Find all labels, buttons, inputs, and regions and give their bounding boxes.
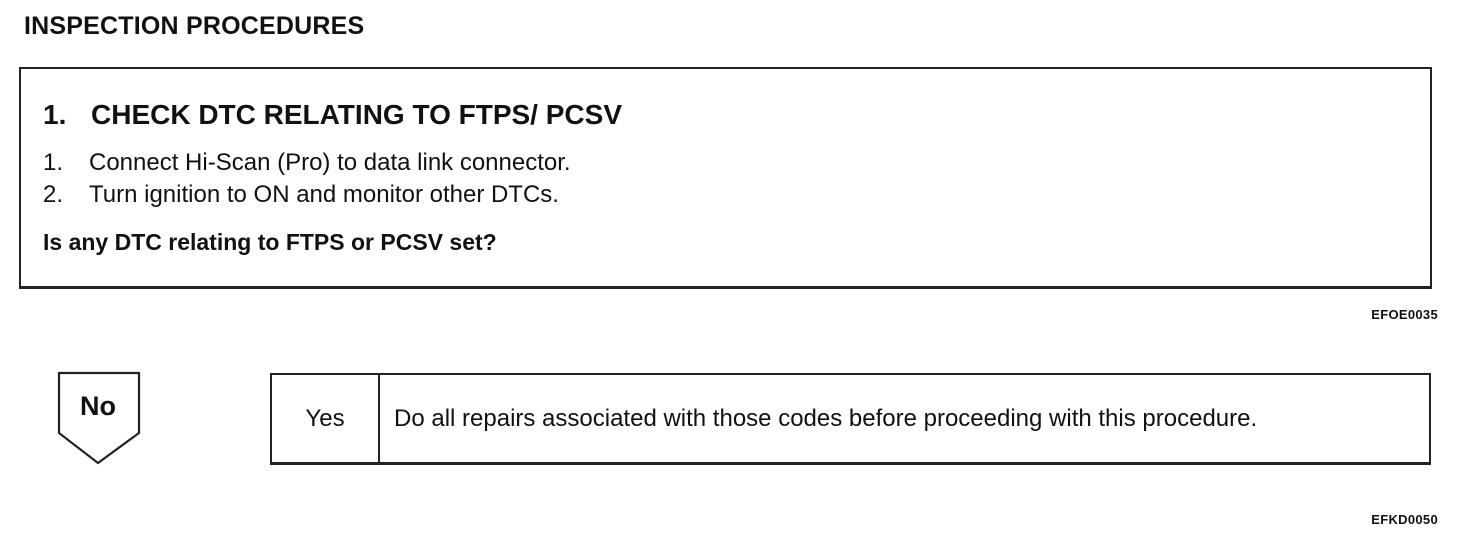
no-branch-arrow: No	[57, 371, 141, 465]
step-number: 1.	[43, 99, 67, 130]
down-arrow-icon	[57, 371, 141, 465]
list-item: 1. Connect Hi-Scan (Pro) to data link con…	[43, 147, 571, 179]
step-box: 1. CHECK DTC RELATING TO FTPS/ PCSV 1. Con…	[19, 67, 1432, 289]
figure-code: EFKD0050	[1371, 512, 1438, 527]
step-title: 1. CHECK DTC RELATING TO FTPS/ PCSV	[43, 99, 622, 131]
page-heading: INSPECTION PROCEDURES	[24, 12, 365, 40]
list-item-text: Turn ignition to ON and monitor other DT…	[89, 181, 559, 208]
step-question: Is any DTC relating to FTPS or PCSV set?	[43, 229, 497, 255]
list-item-number: 2.	[43, 181, 64, 208]
list-item-text: Connect Hi-Scan (Pro) to data link conne…	[89, 149, 571, 176]
yes-branch-action: Do all repairs associated with those cod…	[394, 404, 1258, 432]
step-instruction-list: 1. Connect Hi-Scan (Pro) to data link con…	[43, 147, 571, 211]
yes-branch-box: Yes Do all repairs associated with those…	[270, 373, 1431, 465]
yes-branch-label: Yes	[272, 375, 380, 462]
list-item-number: 1.	[43, 149, 64, 176]
no-branch-label: No	[80, 391, 116, 421]
step-title-text: CHECK DTC RELATING TO FTPS/ PCSV	[91, 99, 622, 130]
list-item: 2. Turn ignition to ON and monitor other …	[43, 179, 571, 211]
figure-code: EFOE0035	[1371, 307, 1438, 322]
